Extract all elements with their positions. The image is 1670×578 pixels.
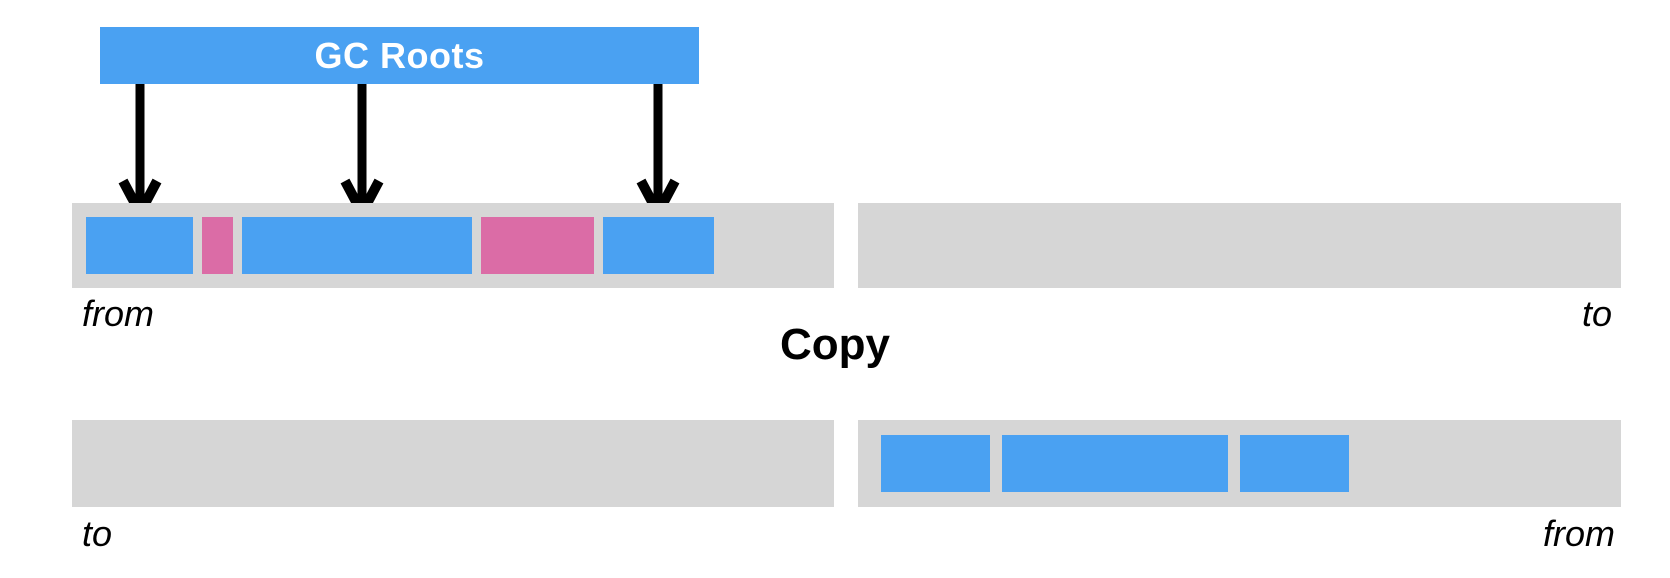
gc-roots-box: GC Roots [100, 27, 699, 84]
from-space-after [858, 420, 1621, 507]
live-object-block [1240, 435, 1349, 492]
from-space-after-label: from [1543, 513, 1615, 554]
to-space-before [858, 203, 1621, 288]
from-space-before-label: from [82, 293, 154, 334]
live-object-block [881, 435, 990, 492]
to-space-after-label: to [82, 513, 113, 554]
root-pointer-arrow [636, 84, 680, 224]
copy-step-label: Copy [780, 320, 890, 369]
live-object-block [242, 217, 472, 274]
live-object-block [1002, 435, 1228, 492]
root-pointer-arrow [118, 84, 162, 224]
root-pointer-arrow [340, 84, 384, 224]
garbage-object-block [481, 217, 594, 274]
from-space-before [72, 203, 834, 288]
garbage-object-block [202, 217, 233, 274]
to-space-before-label: to [1581, 293, 1612, 334]
live-object-block [86, 217, 193, 274]
to-space-after [72, 420, 834, 507]
gc-roots-label: GC Roots [314, 34, 485, 76]
live-object-block [603, 217, 714, 274]
